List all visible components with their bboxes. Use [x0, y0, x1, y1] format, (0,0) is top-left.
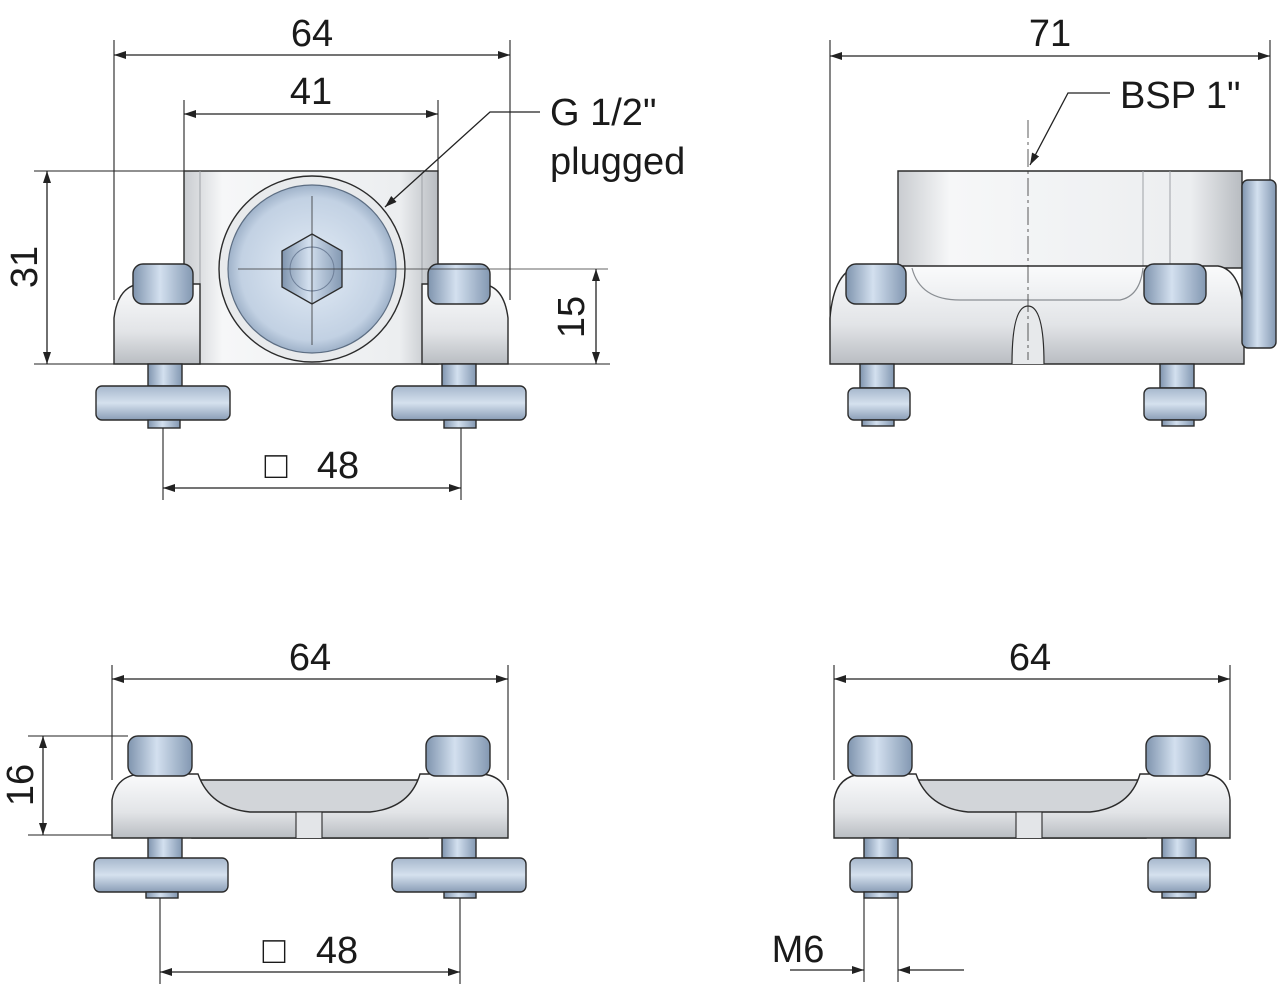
port-note-line1: G 1/2": [550, 92, 656, 134]
bl-nut-right: [391, 857, 527, 893]
side-dimensions: 71 BSP 1": [829, 13, 1271, 330]
br-nut-left: [849, 857, 913, 893]
dim-bl-width: 64: [289, 637, 331, 679]
br-bolt-head-left: [847, 735, 913, 777]
side-bolt-head-right: [1143, 263, 1207, 305]
bottom-right-view: [833, 735, 1231, 899]
thread-note-m6: M6: [772, 929, 825, 971]
side-nut-left: [847, 387, 911, 421]
dim-front-height: 31: [4, 246, 46, 288]
bottom-right-dimensions: 64 M6: [772, 637, 1231, 982]
bottom-left-view: [93, 735, 527, 899]
br-body: [833, 773, 1231, 839]
port-note-line2: plugged: [550, 141, 685, 183]
bl-bolt-head-left: [127, 735, 193, 777]
front-bolt-head-left: [132, 263, 194, 305]
dim-front-width: 64: [291, 13, 333, 55]
bl-body: [111, 773, 509, 839]
side-body: [897, 170, 1243, 269]
front-view: [95, 170, 608, 429]
br-nut-right: [1147, 857, 1211, 893]
dim-bl-bolt-spacing: 48: [316, 930, 358, 972]
dim-side-width: 71: [1029, 13, 1071, 55]
front-dimensions: 64 41 31 15 □ 48 G 1/2" plugged: [4, 13, 685, 500]
bl-nut-left: [93, 857, 229, 893]
side-bolt-head-left: [845, 263, 907, 305]
dim-front-bolt-spacing: 48: [317, 445, 359, 487]
bottom-left-dimensions: 64 16 □ 48: [0, 637, 509, 984]
dim-bl-height: 16: [0, 764, 42, 806]
front-nut-left: [95, 385, 231, 421]
dim-port-height: 15: [551, 296, 593, 338]
bl-bolt-head-right: [425, 735, 491, 777]
square-symbol-front: □: [265, 445, 288, 487]
br-bolt-head-right: [1145, 735, 1211, 777]
front-nut-right: [391, 385, 527, 421]
dim-br-width: 64: [1009, 637, 1051, 679]
dim-front-inner-width: 41: [290, 71, 332, 113]
side-port-boss: [1241, 179, 1277, 349]
square-symbol-bl: □: [263, 930, 286, 972]
front-bolt-head-right: [427, 263, 491, 305]
side-thread-note: BSP 1": [1120, 75, 1241, 117]
side-view: [829, 120, 1277, 427]
side-nut-right: [1143, 387, 1207, 421]
